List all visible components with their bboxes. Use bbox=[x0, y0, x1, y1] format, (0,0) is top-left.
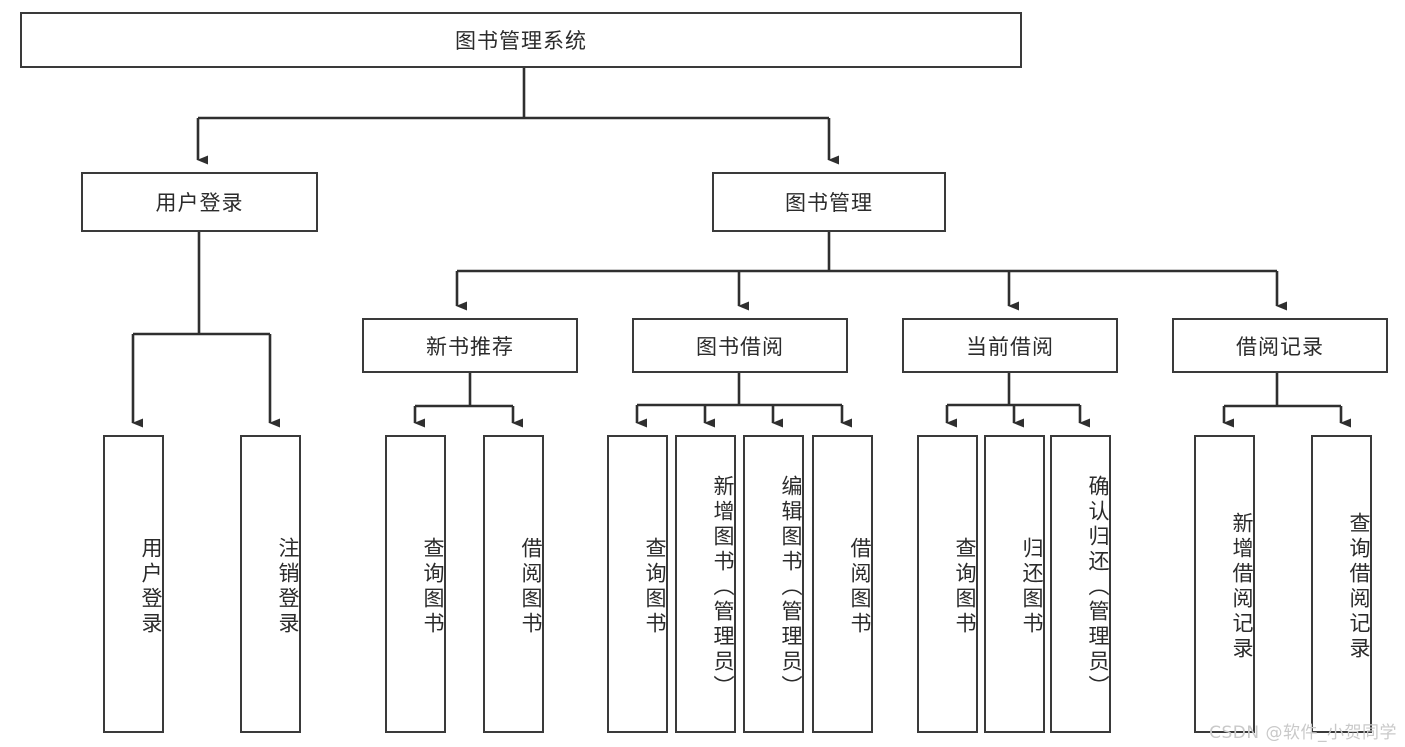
leaf-user-login-0-label: 用户登录 bbox=[139, 537, 163, 637]
leaf-new-book-1[interactable]: 借阅图书 bbox=[483, 435, 544, 733]
leaf-borrow-record-1[interactable]: 查询借阅记录 bbox=[1311, 435, 1372, 733]
leaf-current-borrow-0[interactable]: 查询图书 bbox=[917, 435, 978, 733]
leaf-new-book-0-label: 查询图书 bbox=[421, 537, 445, 637]
leaf-new-book-1-label: 借阅图书 bbox=[519, 537, 543, 637]
node-book-management[interactable]: 图书管理 bbox=[712, 172, 946, 232]
node-new-book-recommend[interactable]: 新书推荐 bbox=[362, 318, 578, 373]
node-new-book-recommend-label: 新书推荐 bbox=[426, 334, 514, 359]
leaf-user-login-1[interactable]: 注销登录 bbox=[240, 435, 301, 733]
node-book-borrow-label: 图书借阅 bbox=[696, 334, 784, 359]
node-borrow-record[interactable]: 借阅记录 bbox=[1172, 318, 1388, 373]
node-root-label: 图书管理系统 bbox=[455, 29, 587, 53]
leaf-current-borrow-1[interactable]: 归还图书 bbox=[984, 435, 1045, 733]
node-user-login-label: 用户登录 bbox=[155, 191, 244, 215]
leaf-book-borrow-3[interactable]: 借阅图书 bbox=[812, 435, 873, 733]
node-book-borrow[interactable]: 图书借阅 bbox=[632, 318, 848, 373]
leaf-book-borrow-2[interactable]: 编辑图书（管理员） bbox=[743, 435, 804, 733]
leaf-book-borrow-1[interactable]: 新增图书（管理员） bbox=[675, 435, 736, 733]
node-borrow-record-label: 借阅记录 bbox=[1236, 334, 1324, 359]
leaf-borrow-record-0-label: 新增借阅记录 bbox=[1230, 512, 1254, 662]
leaf-book-borrow-0-label: 查询图书 bbox=[643, 537, 667, 637]
leaf-user-login-0[interactable]: 用户登录 bbox=[103, 435, 164, 733]
leaf-new-book-0[interactable]: 查询图书 bbox=[385, 435, 446, 733]
leaf-current-borrow-1-label: 归还图书 bbox=[1020, 537, 1044, 637]
node-book-management-label: 图书管理 bbox=[785, 191, 873, 215]
node-current-borrow-label: 当前借阅 bbox=[966, 334, 1054, 359]
leaf-book-borrow-2-label: 编辑图书（管理员） bbox=[779, 474, 803, 700]
node-user-login[interactable]: 用户登录 bbox=[81, 172, 318, 232]
node-current-borrow[interactable]: 当前借阅 bbox=[902, 318, 1118, 373]
leaf-borrow-record-1-label: 查询借阅记录 bbox=[1347, 512, 1371, 662]
leaf-current-borrow-0-label: 查询图书 bbox=[953, 537, 977, 637]
leaf-book-borrow-0[interactable]: 查询图书 bbox=[607, 435, 668, 733]
leaf-user-login-1-label: 注销登录 bbox=[276, 537, 300, 637]
node-root[interactable]: 图书管理系统 bbox=[20, 12, 1022, 68]
csdn-watermark: CSDN @软件_小贺同学 bbox=[1209, 723, 1397, 743]
leaf-book-borrow-3-label: 借阅图书 bbox=[848, 537, 872, 637]
leaf-borrow-record-0[interactable]: 新增借阅记录 bbox=[1194, 435, 1255, 733]
leaf-current-borrow-2-label: 确认归还（管理员） bbox=[1086, 474, 1110, 700]
leaf-book-borrow-1-label: 新增图书（管理员） bbox=[711, 474, 735, 700]
leaf-current-borrow-2[interactable]: 确认归还（管理员） bbox=[1050, 435, 1111, 733]
